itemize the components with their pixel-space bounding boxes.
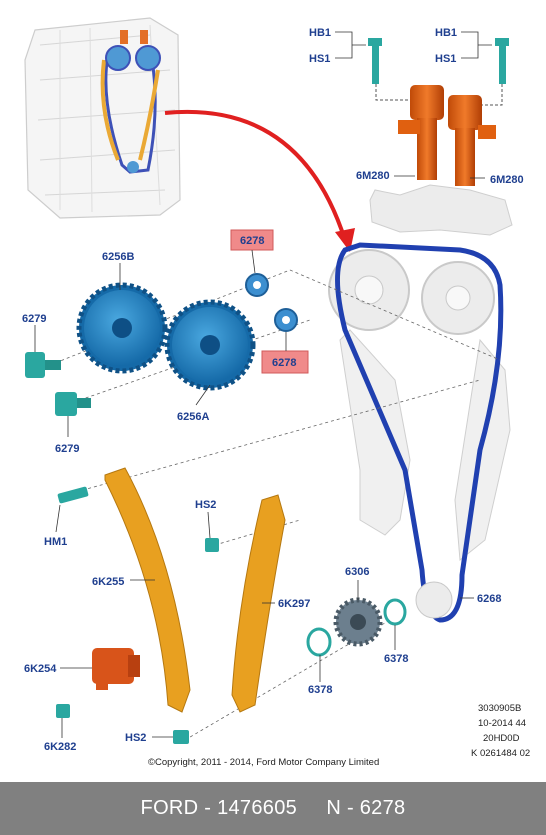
reference-line-4: K 0261484 02	[471, 748, 530, 759]
seal-6378-right	[383, 598, 407, 626]
label-hs2-top: HS2	[195, 499, 216, 511]
crank-sprocket-6306	[333, 597, 383, 647]
timing-chain-illustration	[328, 242, 511, 623]
label-6k297: 6K297	[278, 598, 310, 610]
red-arrow	[164, 110, 347, 241]
camshaft-sprocket-6256a	[164, 299, 256, 391]
label-hm1: HM1	[44, 536, 67, 548]
pin-hm1	[57, 486, 89, 504]
label-hs2-bottom: HS2	[125, 732, 146, 744]
label-6256b: 6256B	[102, 251, 134, 263]
label-hb1-right: HB1	[435, 27, 457, 39]
footer-spacer	[297, 797, 326, 820]
engine-block-illustration	[24, 17, 181, 219]
label-hs1-right: HS1	[435, 53, 456, 65]
label-6279-top: 6279	[22, 313, 46, 325]
parts-diagram: HB1 HS1 HB1 HS1 6M280 6M280 6278 6278 62…	[22, 17, 530, 768]
label-6k282: 6K282	[44, 741, 76, 753]
tensioner-arm-6k297	[231, 494, 286, 713]
label-6k255: 6K255	[92, 576, 124, 588]
label-6256a: 6256A	[177, 411, 209, 423]
copyright-text: ©Copyright, 2011 - 2014, Ford Motor Comp…	[148, 757, 379, 768]
label-6378-right: 6378	[384, 653, 408, 665]
chain-guide-6k255	[104, 467, 191, 713]
seal-6378-left	[306, 627, 332, 657]
bolt-hs2-bottom	[173, 730, 189, 744]
bolt-6279-top	[25, 352, 61, 378]
label-6k254: 6K254	[24, 663, 57, 675]
label-6378-left: 6378	[308, 684, 332, 696]
label-6m280-right: 6M280	[490, 174, 524, 186]
label-6306: 6306	[345, 566, 369, 578]
label-6278-bottom: 6278	[272, 357, 296, 369]
label-hb1-left: HB1	[309, 27, 331, 39]
label-6m280-left: 6M280	[356, 170, 390, 182]
footer-brand-part: FORD - 1476605	[140, 797, 298, 819]
solenoid-assembly	[368, 38, 513, 236]
label-6278-top: 6278	[240, 235, 264, 247]
bolt-6k282	[56, 704, 70, 718]
label-6268: 6268	[477, 593, 501, 605]
washer-6278-bottom	[274, 308, 298, 332]
footer-bar: FORD - 1476605 N - 6278	[0, 782, 546, 835]
label-leaders	[34, 31, 492, 738]
bolt-6279-bottom	[55, 392, 91, 416]
reference-line-2: 10-2014 44	[478, 718, 526, 729]
bolt-hs2-top	[205, 538, 219, 552]
footer-part-number: N - 6278	[326, 797, 406, 819]
reference-line-3: 20HD0D	[483, 733, 520, 744]
chain-tensioner-6k254	[92, 648, 140, 690]
label-hs1-left: HS1	[309, 53, 330, 65]
camshaft-sprocket-6256b	[76, 282, 168, 374]
reference-line-1: 3030905B	[478, 703, 521, 714]
label-6279-bottom: 6279	[55, 443, 79, 455]
washer-6278-top	[245, 273, 269, 297]
highlight-box-6278-bottom	[261, 350, 309, 374]
